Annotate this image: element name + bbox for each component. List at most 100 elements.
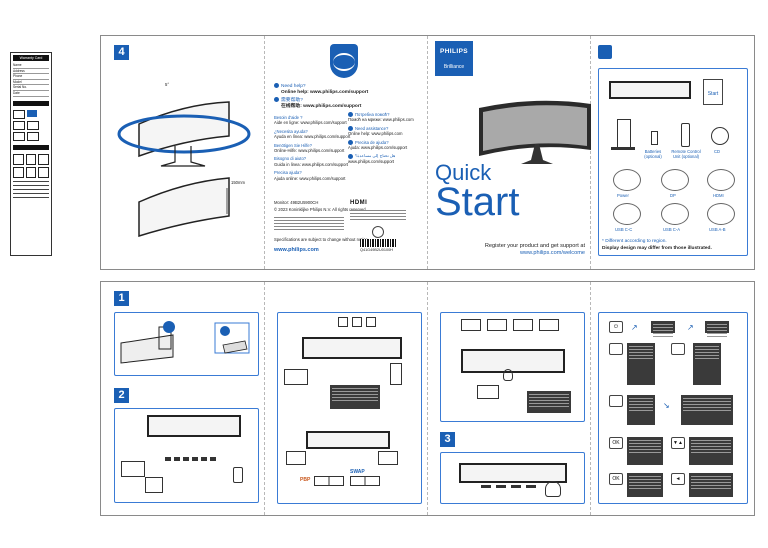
osd-menu-preview xyxy=(330,385,380,409)
curved-monitor-photo xyxy=(479,100,591,164)
start-badge: Start xyxy=(707,91,719,97)
panel-support: Need help? Online help: www.philips.com/… xyxy=(264,36,427,269)
ok-button-icon[interactable]: OK xyxy=(609,437,623,449)
osd-frame: ⏻ ↗ ↗ ↘ OK ▼▲ OK ◄ xyxy=(598,312,748,504)
philips-url[interactable]: www.philips.com xyxy=(274,247,319,253)
webcam-osd xyxy=(527,391,571,413)
warranty-card-checkboxes xyxy=(13,109,49,141)
quick-start-booklet: Start xyxy=(703,79,723,105)
menu-button-icon[interactable] xyxy=(609,395,623,407)
support-entry-url: Guida in linea: www.philips.com/support xyxy=(274,161,349,167)
input-button-icon[interactable] xyxy=(609,343,623,355)
cable-usb-a-b xyxy=(707,203,735,225)
power-plug-icon xyxy=(233,467,243,483)
warranty-card-row: Date xyxy=(13,91,49,97)
panel-step-3: 3 xyxy=(427,282,590,515)
support-entries: Besoin d'aide ?Aide en ligne: www.philip… xyxy=(274,112,350,181)
cable-usb-c-c xyxy=(613,203,641,225)
warranty-card-row: Phone xyxy=(13,74,49,80)
contents-note-region: * Different according to region. xyxy=(602,239,667,244)
item-hdmi: HDMI xyxy=(713,193,724,198)
item-batteries: Batteries (optional) xyxy=(644,149,662,160)
panel-adjust: 4 5° 150mm xyxy=(101,36,264,269)
osd-menu-1 xyxy=(627,343,655,385)
up-down-button-icon[interactable]: ▼▲ xyxy=(671,437,685,449)
cable-hdmi xyxy=(707,169,735,191)
laptop-c xyxy=(286,451,306,465)
warranty-card-title: Warranty Card xyxy=(13,55,49,61)
osd-menu-4 xyxy=(681,395,733,425)
bottom-sheet: 1 2 xyxy=(100,281,755,516)
cover-title-quick: Quick xyxy=(435,160,492,185)
item-remote: Remote Control Unit (optional) xyxy=(671,149,701,160)
pbp-label: PBP xyxy=(300,477,311,483)
batteries xyxy=(651,131,658,145)
warranty-card-row: Serial No. xyxy=(13,85,49,91)
philips-logo-box: PHILIPS Brilliance xyxy=(435,41,473,76)
ok-button-icon-2[interactable]: OK xyxy=(609,473,623,485)
contents-frame: Start Batteries (optional) Remote Contro… xyxy=(598,68,748,256)
hdmi-text-block xyxy=(350,208,406,222)
contents-note-design: Display design may differ from those ill… xyxy=(602,246,712,251)
copyright-line: © 2023 Koninklijke Philips N.V. All righ… xyxy=(274,207,367,212)
support-entry-heading: Besoin d'aide ? xyxy=(274,115,303,120)
warranty-card-row: Model xyxy=(13,80,49,86)
step-2-frame xyxy=(114,408,259,503)
support-entry-heading: Precisa ajuda? xyxy=(274,170,302,176)
pc-icon xyxy=(145,477,163,493)
contents-monitor xyxy=(609,81,691,99)
pbp-monitor-top xyxy=(302,337,402,359)
pbp-monitor-bottom xyxy=(306,431,390,449)
laptop-a xyxy=(284,369,308,385)
legal-text-block xyxy=(274,215,344,232)
laptop-icon xyxy=(121,461,145,477)
step-1-frame xyxy=(114,312,259,376)
item-usb-c-a: USB C-A xyxy=(663,227,680,232)
item-dp: DP xyxy=(670,193,676,198)
item-usb-a-b: USB A-B xyxy=(709,227,726,232)
item-usb-c-c: USB C-C xyxy=(615,227,633,232)
osd-bar-2 xyxy=(705,321,729,333)
philips-shield-logo xyxy=(330,44,358,78)
need-help-heading: Need help? xyxy=(274,83,306,89)
panel-cover: PHILIPS Brilliance Quick Start Register … xyxy=(427,36,591,269)
top-sheet: 4 5° 150mm Need help? Online help: www.p… xyxy=(100,35,755,270)
warranty-card-grid xyxy=(13,153,49,178)
register-url[interactable]: www.philips.com/welcome xyxy=(520,250,585,256)
support-entry-heading: Bisogno di aiuto? xyxy=(274,156,307,162)
series-label: Brilliance xyxy=(443,64,465,70)
support-entry-url: Ajuda online: www.philips.com/support xyxy=(274,175,346,181)
zh-online: 在线帮助: www.philips.com/support xyxy=(281,104,362,109)
height-label: 150mm xyxy=(231,180,245,185)
online-help: Online help: www.philips.com/support xyxy=(281,90,369,95)
osd-menu-7 xyxy=(627,473,663,497)
cable-power xyxy=(613,169,641,191)
item-cd: CD xyxy=(714,149,721,154)
zh-heading: 需要帮助? xyxy=(274,97,303,103)
osd-menu-6 xyxy=(689,437,733,465)
hand-press-icon xyxy=(545,481,561,497)
left-button-icon[interactable]: ◄ xyxy=(671,473,685,485)
front-buttons xyxy=(481,485,536,488)
power-button-icon[interactable]: ⏻ xyxy=(609,321,623,333)
monitor-tilt-illustration xyxy=(117,101,251,238)
osd-arrow-1: ↗ xyxy=(631,323,638,332)
contents-base xyxy=(611,147,635,150)
contents-icon xyxy=(598,45,612,59)
laptop-d xyxy=(378,451,398,465)
recycle-icon xyxy=(372,226,384,238)
step-4-badge: 4 xyxy=(114,45,129,60)
item-power: Power xyxy=(617,193,629,198)
webcam-laptop xyxy=(477,385,499,399)
panel-steps-1-2: 1 2 xyxy=(101,282,264,515)
osd-menu-3 xyxy=(627,395,655,425)
power-on-monitor xyxy=(459,463,567,483)
panel-connections: PBP SWAP xyxy=(264,282,427,515)
specs-note: Specifications are subject to change wit… xyxy=(274,237,369,242)
osd-button-icon[interactable] xyxy=(671,343,685,355)
step-3-frame xyxy=(440,452,585,504)
warranty-card-row: Name xyxy=(13,63,49,69)
hdmi-logo: HDMI xyxy=(350,200,368,206)
cable-dp xyxy=(661,169,689,191)
